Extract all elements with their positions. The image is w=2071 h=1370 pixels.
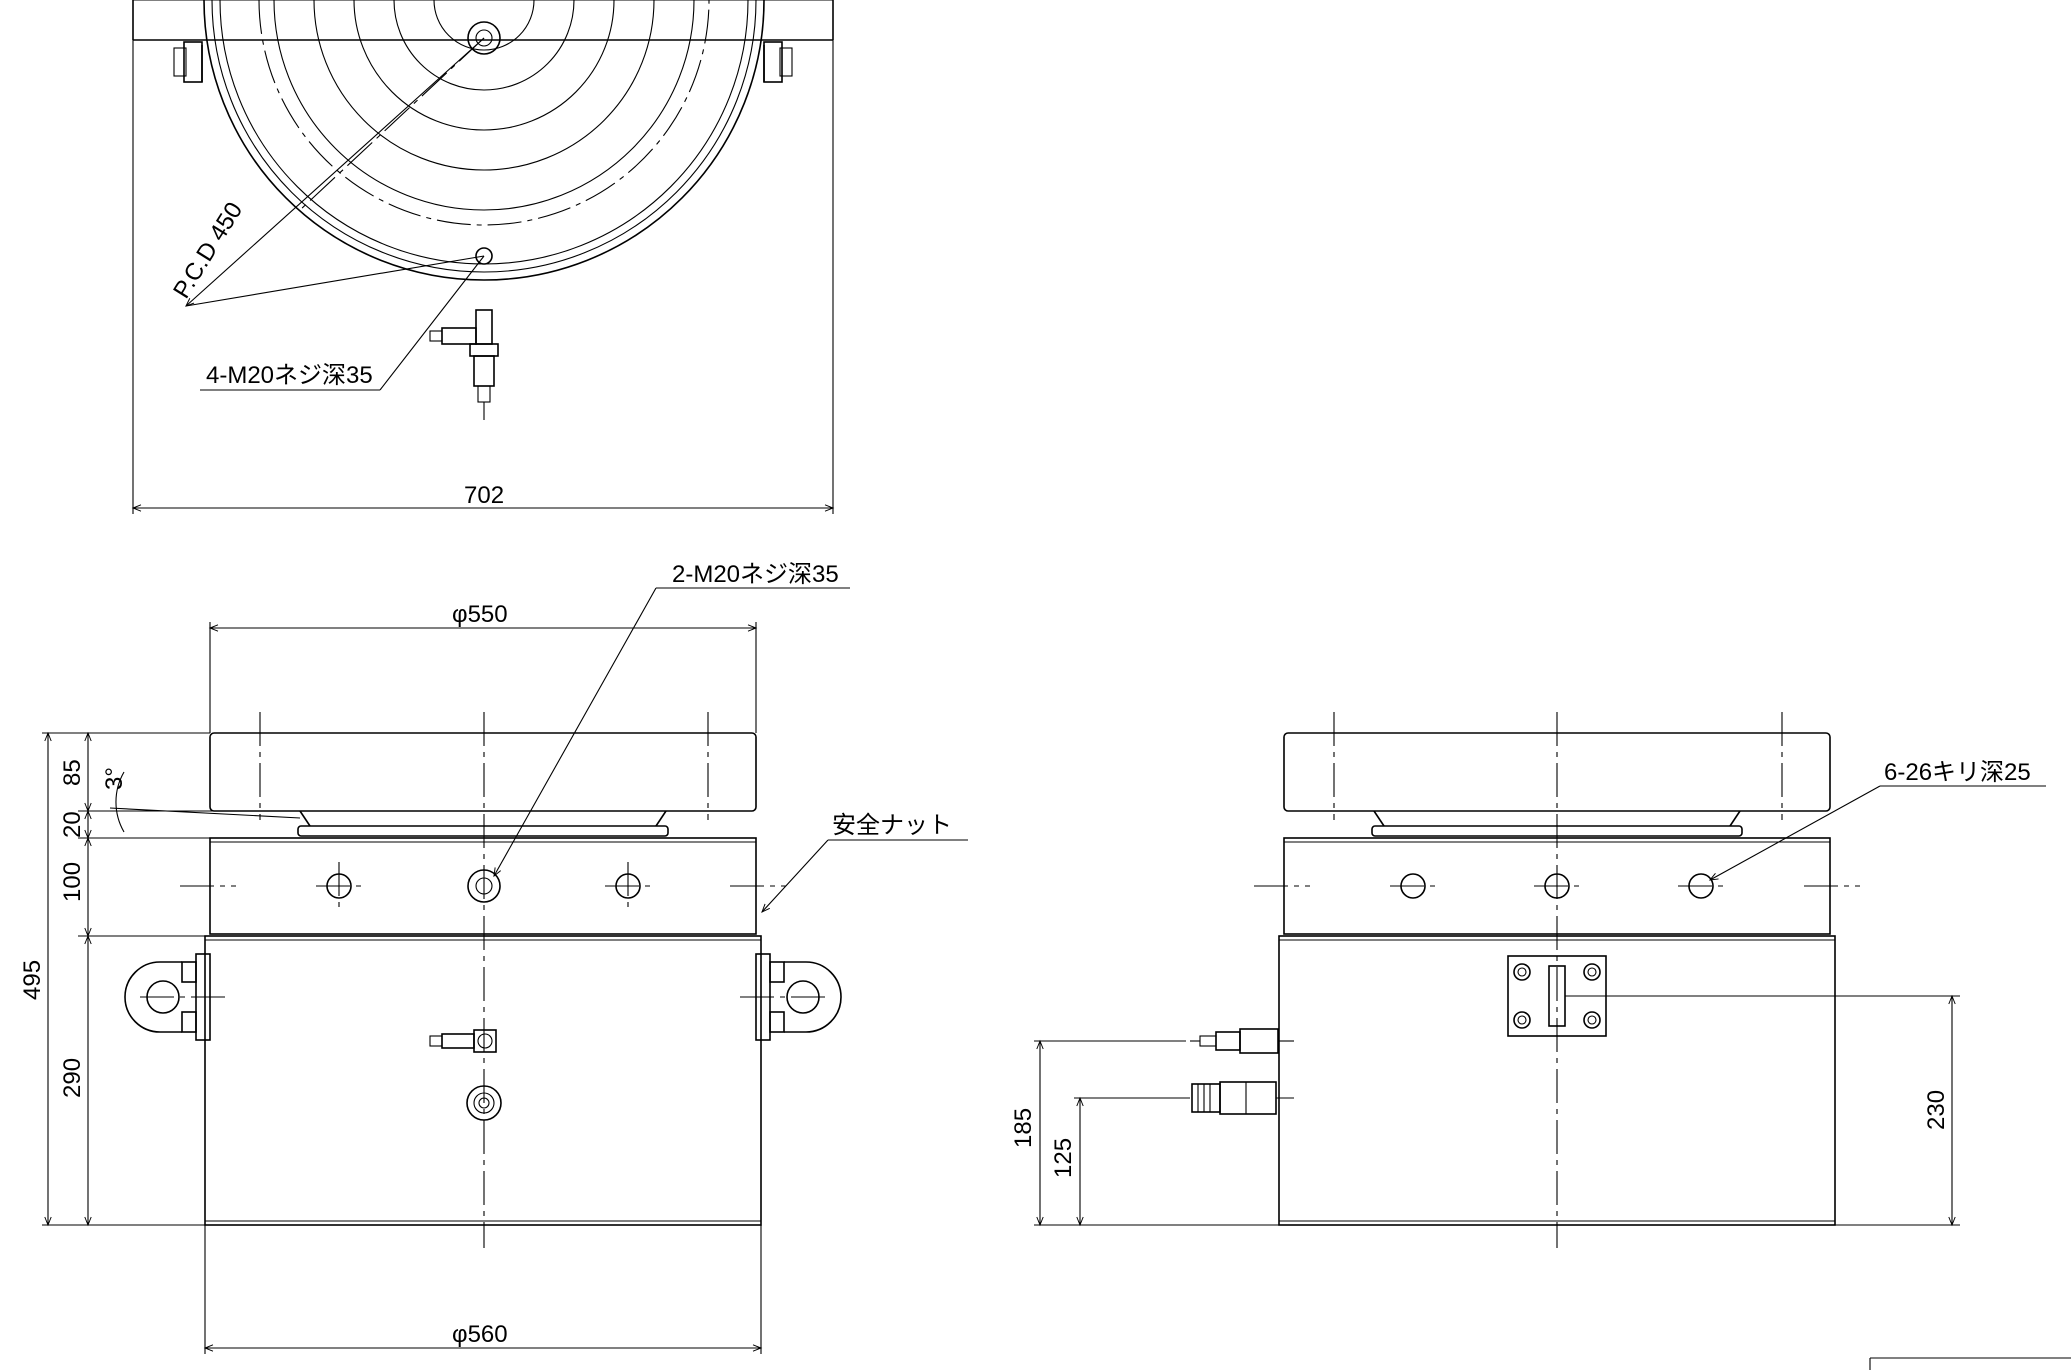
dim-185-label: 185 (1010, 1108, 1037, 1148)
pcd-label: P.C.D 450 (168, 198, 248, 304)
dim-290-label: 290 (59, 1058, 86, 1098)
dim-85-label: 85 (59, 759, 86, 786)
dim-230-label: 230 (1923, 1090, 1950, 1130)
top-thread-depth-label: 4-M20ネジ深35 (206, 362, 373, 389)
width-702-label: 702 (464, 482, 504, 509)
dim-125-label: 125 (1050, 1138, 1077, 1178)
side-hole-label: 6-26キリ深25 (1884, 759, 2031, 786)
top-view (131, 0, 835, 514)
front-view (42, 587, 968, 1354)
safety-nut-label: 安全ナット (832, 812, 952, 839)
dim-20-label: 20 (59, 811, 86, 838)
front-thread-depth-label: 2-M20ネジ深35 (672, 561, 839, 588)
total-height-label: 495 (19, 960, 46, 1000)
dim-100-label: 100 (59, 862, 86, 902)
top-diameter-label: φ550 (452, 601, 508, 628)
side-view (1034, 712, 2071, 1370)
bottom-diameter-label: φ560 (452, 1321, 508, 1348)
dim-angle-label: 3° (101, 767, 128, 790)
